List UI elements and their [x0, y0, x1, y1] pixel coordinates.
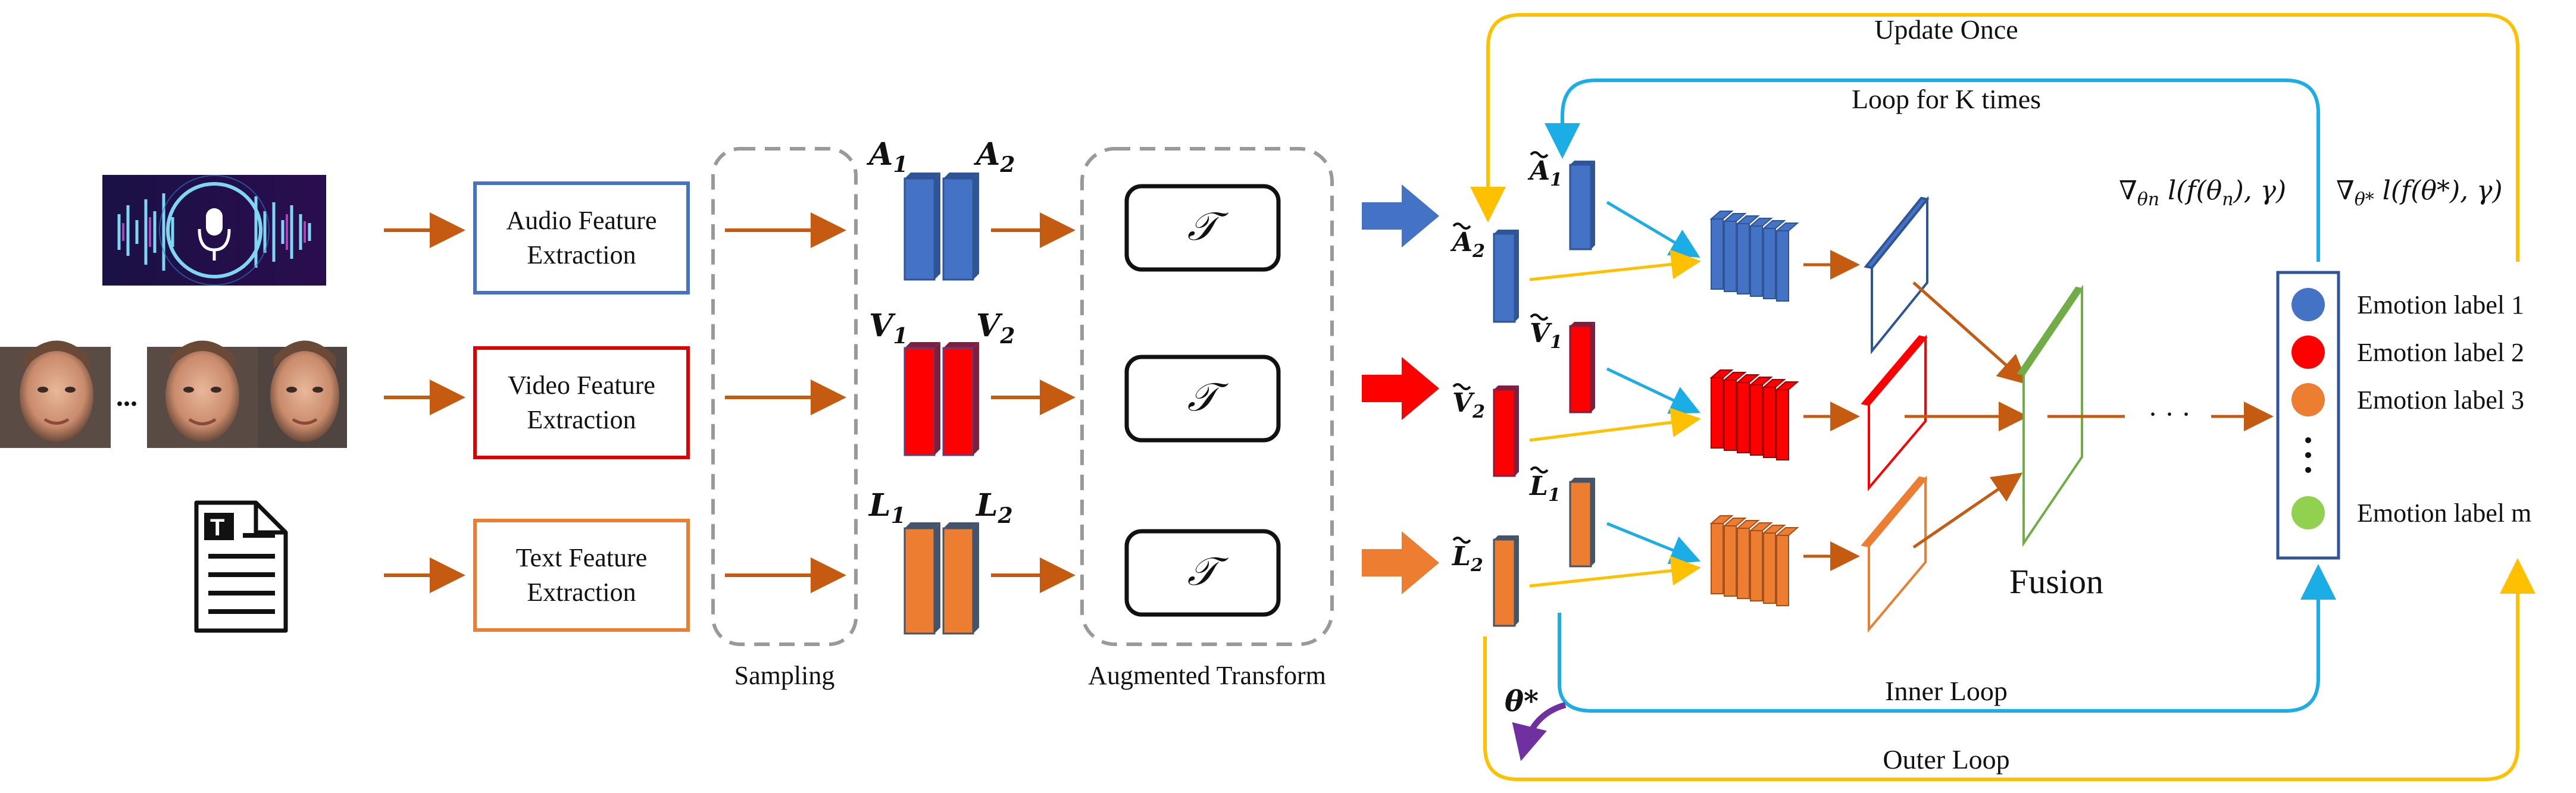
augmented-transform-label: Augmented Transform — [1088, 661, 1326, 690]
emotion-label-panel — [2276, 271, 2340, 560]
plane-video — [1861, 334, 1928, 491]
label-a1: A1 — [866, 136, 908, 177]
aug-feature-a2 — [1493, 230, 1519, 323]
cyan-arrow-a1 — [1606, 200, 1700, 258]
face-frame-1 — [0, 340, 111, 448]
block-arrow-text — [1362, 531, 1439, 594]
inner-loop-label: Inner Loop — [1885, 676, 2008, 706]
grad-theta-star: ∇θ* l(f(θ*), γ) — [2336, 175, 2503, 210]
video-box-line2: Extraction — [527, 405, 636, 434]
transform-box-audio: 𝒯 — [1124, 184, 1281, 272]
label-l1: L1 — [868, 487, 906, 528]
outer-loop-label: Outer Loop — [1883, 744, 2009, 775]
face-frame-3 — [258, 340, 347, 448]
emotion-label-m: Emotion label m — [2357, 499, 2531, 528]
outer-loop — [1483, 558, 2536, 781]
sampled-audio-features — [904, 173, 979, 281]
emotion-label-1: Emotion label 1 — [2357, 290, 2524, 319]
label-l2: L2 — [975, 487, 1013, 528]
sampling-container — [711, 147, 858, 646]
update-once-label: Update Once — [1874, 14, 2018, 45]
cyan-arrow-v1 — [1606, 367, 1701, 414]
audio-box-line1: Audio Feature — [507, 206, 657, 235]
cyan-arrow-l1 — [1606, 522, 1701, 565]
block-arrow-video — [1362, 357, 1439, 420]
inner-loop — [1558, 564, 2336, 713]
arrow-to-fusion-audio — [1912, 281, 2028, 385]
label-a1-tilde: A1 — [1527, 156, 1562, 190]
text-document-icon: T — [194, 500, 288, 633]
text-box-line1: Text Feature — [516, 543, 648, 572]
block-arrow-audio — [1362, 184, 1439, 247]
encoder-stack-audio — [1709, 211, 1799, 302]
label-v2-tilde: V2 — [1452, 388, 1485, 422]
label-a2: A2 — [973, 136, 1015, 177]
gold-arrow-a2 — [1529, 249, 1701, 281]
encoder-stack-video — [1709, 369, 1799, 460]
label-l2-tilde: L2 — [1451, 541, 1483, 576]
text-feature-extraction-box: Text Feature Extraction — [473, 519, 690, 632]
theta-star-arrow — [1512, 702, 1567, 761]
aug-feature-v1 — [1569, 322, 1595, 413]
gold-arrow-v2 — [1529, 408, 1701, 442]
augmented-transform-container — [1080, 147, 1334, 646]
label-dot-2 — [2291, 336, 2325, 369]
emotion-label-2: Emotion label 2 — [2357, 338, 2524, 367]
aug-feature-a1 — [1569, 161, 1595, 250]
loop-k-times — [1545, 79, 2320, 262]
sampling-label: Sampling — [734, 661, 835, 690]
aug-feature-l1 — [1569, 478, 1595, 568]
text-box-line2: Extraction — [527, 578, 636, 607]
grad-theta-n: ∇θn l(f(θn), γ) — [2119, 175, 2286, 210]
update-once-loop — [1470, 13, 2519, 262]
sampled-text-features — [904, 522, 979, 635]
theta-star-label: θ* — [1505, 685, 1539, 718]
label-l1-tilde: L1 — [1528, 471, 1561, 506]
transform-box-video: 𝒯 — [1124, 355, 1281, 443]
audio-feature-extraction-box: Audio Feature Extraction — [473, 181, 690, 294]
audio-waveform-image — [102, 175, 326, 286]
label-v2: V2 — [976, 308, 1015, 349]
sampled-video-features — [904, 342, 979, 456]
aug-feature-l2 — [1493, 535, 1519, 627]
svg-text:T: T — [210, 515, 224, 541]
face-frame-2 — [147, 340, 258, 448]
ellipsis-dots: · · · — [2148, 399, 2191, 430]
emotion-label-3: Emotion label 3 — [2357, 385, 2524, 415]
label-v1: V1 — [869, 308, 908, 349]
plane-text — [1861, 475, 1928, 633]
arrow-to-fusion-text — [1912, 472, 2023, 549]
plane-audio — [1864, 196, 1930, 355]
gold-arrow-l2 — [1529, 556, 1701, 588]
audio-box-line2: Extraction — [527, 240, 636, 269]
aug-feature-v2 — [1493, 385, 1519, 477]
loop-k-label: Loop for K times — [1852, 84, 2041, 114]
label-v1-tilde: V1 — [1530, 318, 1562, 353]
encoder-stack-text — [1709, 515, 1799, 606]
video-face-frames-image: ... — [0, 340, 347, 448]
label-dot-m — [2291, 496, 2325, 529]
label-dot-3 — [2291, 383, 2325, 416]
label-dot-1 — [2291, 288, 2325, 321]
fusion-label: Fusion — [2009, 562, 2103, 601]
video-feature-extraction-box: Video Feature Extraction — [473, 346, 690, 459]
label-a2-tilde: A2 — [1450, 227, 1485, 262]
video-box-line1: Video Feature — [508, 371, 655, 400]
video-ellipsis: ... — [116, 381, 137, 412]
transform-box-text: 𝒯 — [1124, 529, 1281, 617]
